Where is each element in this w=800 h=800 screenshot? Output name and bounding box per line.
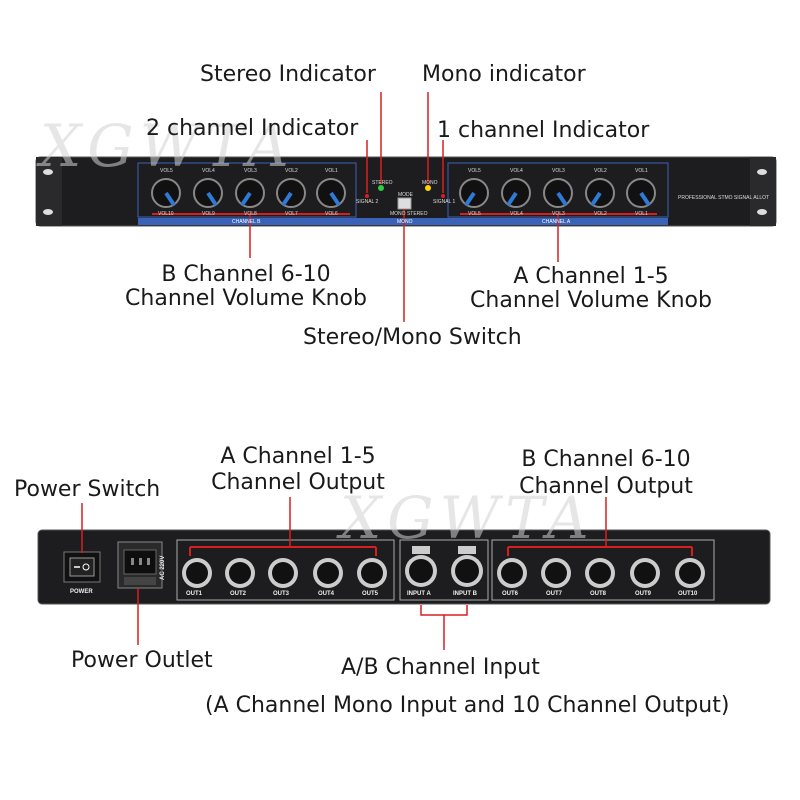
mono-led (425, 185, 431, 191)
stereo-indicator-label: Stereo Indicator (200, 62, 376, 87)
front-vol-label: VOL5 (160, 168, 173, 174)
xlr-outputs-a (182, 558, 387, 588)
mode-label: MODE (398, 192, 413, 198)
signal1-led (441, 194, 445, 198)
a-output-label-line1: A Channel 1-5 (220, 444, 376, 469)
front-vol-label: VOL5 (468, 211, 481, 217)
a-output-label-line2: Channel Output (211, 470, 385, 495)
out-label: OUT6 (502, 591, 519, 597)
front-vol-label: VOL1 (325, 168, 338, 174)
out-label: OUT3 (273, 591, 290, 597)
front-callout-lines (249, 92, 559, 322)
a-channel-knobs (459, 178, 656, 208)
out-label: OUT9 (635, 591, 652, 597)
watermark-bottom: XGWTA (340, 484, 595, 552)
stereo-label: STEREO (372, 180, 393, 186)
channel-a-strip-label: CHANNEL A (542, 219, 571, 225)
mono-label: MONO (422, 180, 438, 186)
out-label: OUT1 (186, 591, 203, 597)
b-channel-knob-label-line2: Channel Volume Knob (125, 286, 367, 311)
front-vol-label: VOL4 (510, 211, 523, 217)
mono-indicator-label: Mono indicator (422, 62, 586, 87)
rear-panel (37, 529, 771, 605)
mono-stereo-label: MONO STEREO (390, 211, 428, 217)
xlr-inputs (405, 546, 483, 587)
front-vol-label: VOL3 (244, 168, 257, 174)
power-device-label: POWER (70, 589, 93, 595)
front-vol-label: VOL1 (635, 168, 648, 174)
one-channel-indicator-label: 1 channel Indicator (437, 118, 650, 143)
front-vol-label: VOL2 (594, 211, 607, 217)
two-channel-indicator-label: 2 channel Indicator (146, 116, 359, 141)
ab-input-note: (A Channel Mono Input and 10 Channel Out… (205, 693, 730, 718)
signal2-led (365, 194, 369, 198)
out-label: OUT7 (546, 591, 563, 597)
front-panel (35, 156, 777, 227)
mode-switch (397, 197, 412, 210)
front-vol-label: VOL2 (594, 168, 607, 174)
ab-input-label: A/B Channel Input (341, 655, 540, 680)
power-switch-label: Power Switch (14, 477, 161, 502)
mono-strip-label: MONO (397, 219, 413, 225)
channel-b-strip-label: CHANNEL B (232, 219, 261, 225)
front-vol-label: VOL3 (552, 211, 565, 217)
out-label: OUT5 (362, 591, 379, 597)
xlr-outputs-b (497, 558, 705, 588)
stereo-mono-switch-label: Stereo/Mono Switch (303, 325, 522, 350)
front-vol-label: VOL4 (510, 168, 523, 174)
out-label: OUT2 (230, 591, 247, 597)
front-vol-label: VOL3 (552, 168, 565, 174)
front-vol-label: VOL8 (244, 211, 257, 217)
b-output-label-line2: Channel Output (519, 474, 693, 499)
front-vol-label: VOL6 (325, 211, 338, 217)
front-vol-label: VOL4 (202, 168, 215, 174)
input-b-label: INPUT B (453, 591, 477, 597)
signal1-label: SIGNAL 1 (433, 199, 456, 205)
out-label: OUT8 (590, 591, 607, 597)
ac-voltage-label: AC 220V (160, 555, 166, 580)
out-label: OUT4 (318, 591, 335, 597)
signal2-label: SIGNAL 2 (356, 199, 379, 205)
watermark-top: XGWTA (40, 112, 295, 180)
front-vol-label: VOL5 (468, 168, 481, 174)
b-channel-knob-label-line1: B Channel 6-10 (161, 262, 331, 287)
out-label: OUT10 (678, 591, 698, 597)
front-vol-label: VOL2 (285, 168, 298, 174)
front-vol-label: VOL10 (158, 211, 174, 217)
stereo-led (378, 185, 384, 191)
front-vol-label: VOL1 (635, 211, 648, 217)
power-outlet-label: Power Outlet (71, 648, 213, 673)
a-channel-knob-label-line2: Channel Volume Knob (470, 288, 712, 313)
input-a-label: INPUT A (407, 591, 431, 597)
front-vol-label: VOL7 (285, 211, 298, 217)
rear-callout-lines (81, 497, 607, 650)
b-output-label-line1: B Channel 6-10 (521, 447, 691, 472)
a-channel-knob-label-line1: A Channel 1-5 (513, 264, 669, 289)
b-channel-knobs (151, 178, 346, 208)
brand-text: PROFESSIONAL STMO SIGNAL ALLOT (678, 195, 770, 201)
front-vol-label: VOL9 (202, 211, 215, 217)
